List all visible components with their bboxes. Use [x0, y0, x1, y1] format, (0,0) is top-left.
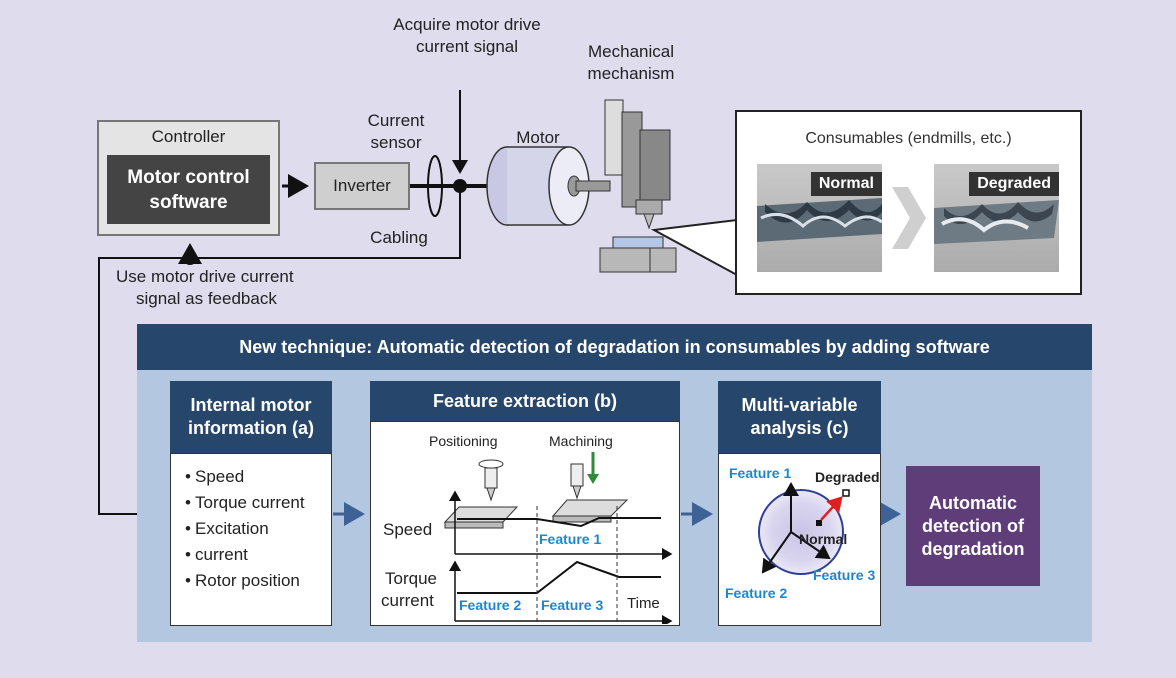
- new-technique-header: New technique: Automatic detection of de…: [137, 324, 1092, 370]
- speed-curve: [457, 517, 661, 528]
- multivariable-graphic: Feature 1 Feature 2 Feature 3 Degraded N…: [725, 465, 880, 601]
- degraded-point: [842, 489, 850, 497]
- inverter-box: Inverter: [314, 162, 410, 210]
- normal-label: Normal: [799, 531, 847, 547]
- progress-chevron: [892, 187, 926, 249]
- feature-extraction-graphic: Positioning Machining Spee: [381, 433, 673, 627]
- degraded-endmill-photo: Degraded: [934, 164, 1059, 272]
- axis-feature3-label: Feature 3: [813, 567, 875, 583]
- panel-a-body: Speed Torque current Excitation current …: [170, 453, 332, 626]
- machining-label: Machining: [549, 433, 613, 449]
- list-item: Rotor position: [185, 568, 305, 594]
- degraded-label: Degraded: [815, 469, 879, 485]
- panel-b-body: Positioning Machining Spee: [370, 421, 680, 627]
- feedback-to-panel-a-line: [98, 257, 190, 522]
- consumables-title: Consumables (endmills, etc.): [805, 130, 1012, 147]
- feedback-label: Use motor drive current signal as feedba…: [116, 267, 294, 308]
- feedback-line: [190, 186, 461, 259]
- automatic-detection-box: Automatic detection of degradation: [906, 466, 1040, 586]
- positioning-icon: [443, 459, 519, 529]
- speed-label: Speed: [383, 520, 432, 539]
- controller-box: Controller Motor control software: [97, 120, 280, 236]
- motor-control-software: Motor control software: [107, 155, 270, 224]
- current-sensor-ring: [427, 155, 443, 217]
- normal-point: [816, 520, 822, 526]
- torque-feature2-label: Feature 2: [459, 597, 521, 613]
- degraded-endmill-graphic: [934, 200, 1059, 244]
- panel-b-header: Feature extraction (b): [370, 381, 680, 421]
- time-label: Time: [627, 595, 660, 612]
- torque-feature3-label: Feature 3: [541, 597, 603, 613]
- acquire-label: Acquire motor drive current signal: [393, 15, 541, 56]
- mechanical-illustration: [599, 99, 677, 273]
- list-item: Excitation: [185, 516, 305, 542]
- consumables-box: Consumables (endmills, etc.) Normal Degr…: [735, 110, 1082, 295]
- normal-endmill-graphic: [757, 198, 882, 242]
- motor-info-list: Speed Torque current Excitation current …: [185, 464, 305, 594]
- controller-title: Controller: [151, 127, 226, 146]
- cabling-label: Cabling: [370, 228, 428, 247]
- current-sensor-label: Current sensor: [367, 111, 425, 152]
- mechanical-label: Mechanical mechanism: [587, 42, 675, 83]
- positioning-label: Positioning: [429, 433, 498, 449]
- list-item: Torque current: [185, 490, 305, 516]
- axis-feature2-label: Feature 2: [725, 585, 787, 601]
- torque-curve: [457, 560, 661, 594]
- degraded-tag: Degraded: [969, 172, 1059, 196]
- motor-label: Motor: [516, 128, 560, 147]
- torque-label-2: current: [381, 591, 434, 610]
- list-item: Speed: [185, 464, 305, 490]
- motor-illustration: [486, 146, 611, 226]
- normal-tag: Normal: [810, 172, 882, 196]
- degradation-arrow: [820, 496, 843, 521]
- speed-feature1-label: Feature 1: [539, 531, 601, 547]
- machining-icon: [551, 452, 629, 523]
- axis-feature1-label: Feature 1: [729, 465, 791, 481]
- panel-c-body: Feature 1 Feature 2 Feature 3 Degraded N…: [718, 453, 881, 626]
- list-item-continuation: current: [185, 542, 305, 568]
- normal-endmill-photo: Normal: [757, 164, 882, 272]
- torque-label-1: Torque: [385, 569, 437, 588]
